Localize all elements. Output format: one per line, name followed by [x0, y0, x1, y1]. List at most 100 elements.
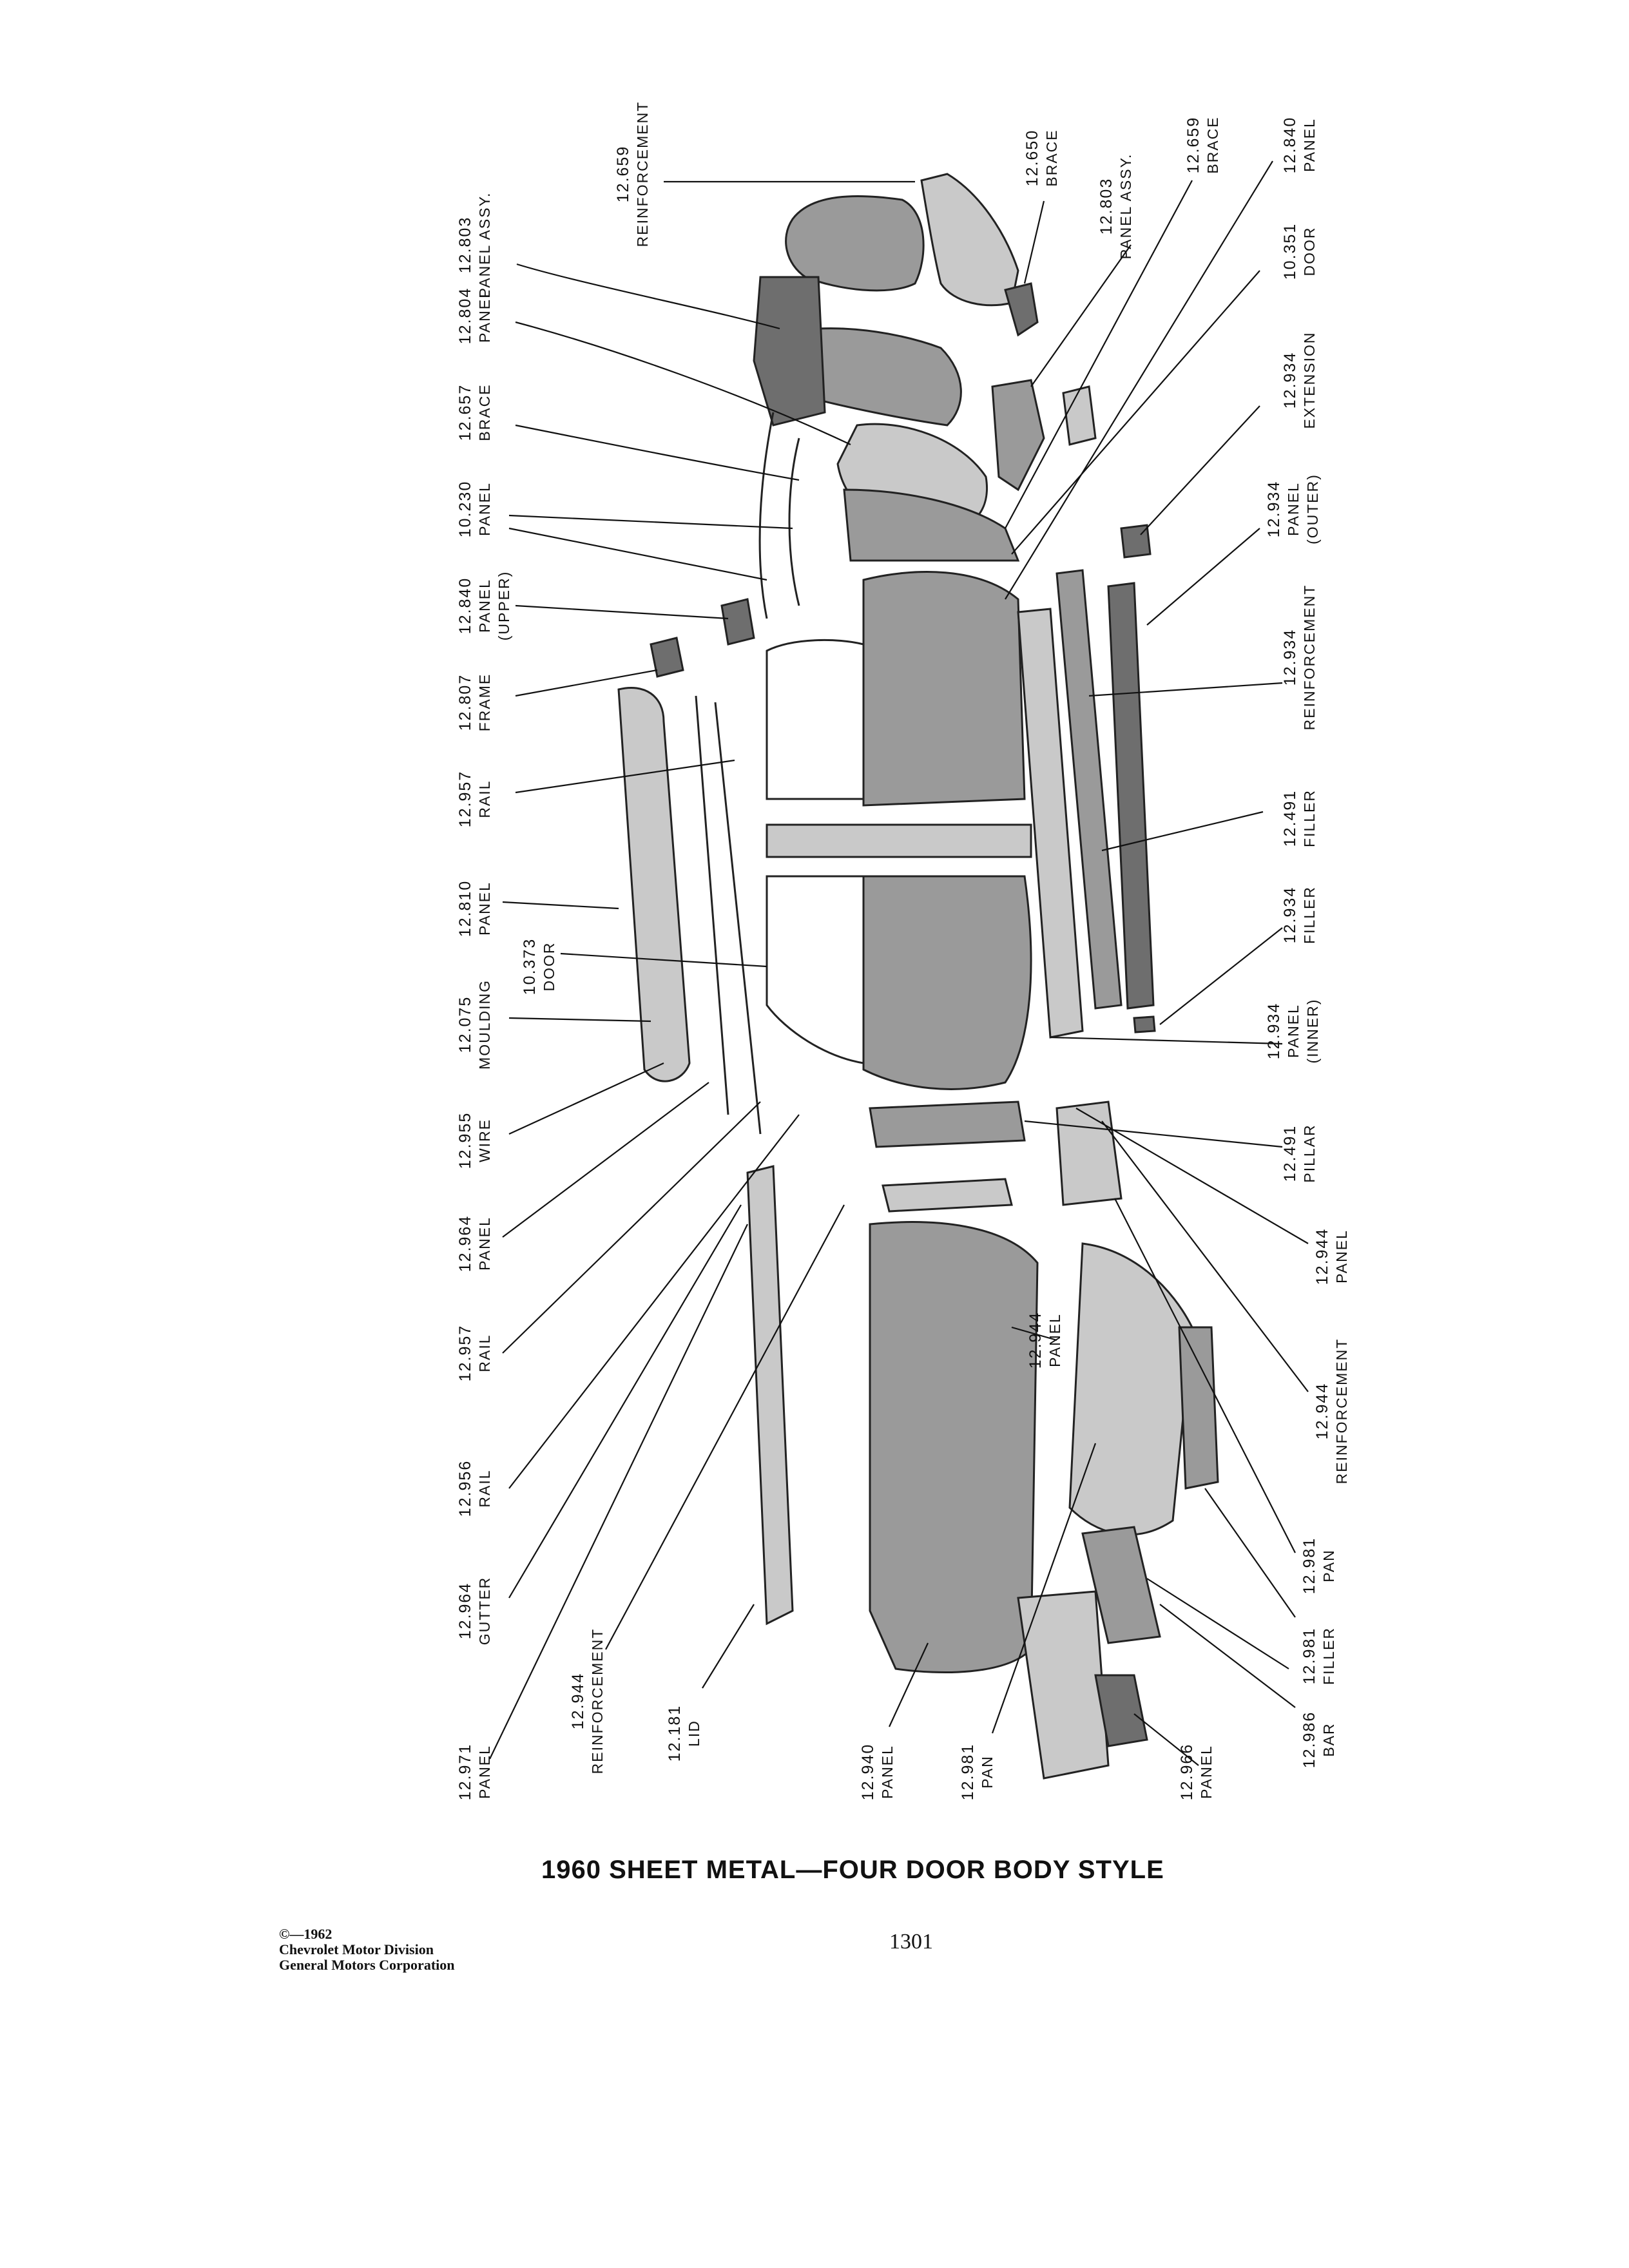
- callout-12957-rail-b: 12.957 RAIL: [456, 1325, 493, 1381]
- part-roof-bow-right: [788, 437, 800, 606]
- part-rocker-reinforcement: [1055, 569, 1123, 1010]
- callout-name: FRAME: [476, 673, 493, 732]
- callout-number: 12.803: [1097, 178, 1115, 235]
- callout-name: MOULDING: [476, 979, 493, 1070]
- callout-12981-pan-a: 12.981 PAN: [1300, 1537, 1337, 1594]
- callout-number: 12.956: [456, 1460, 474, 1517]
- callout-number: 12.650: [1023, 130, 1041, 186]
- callout-12981-pan-b: 12.981 PAN: [959, 1744, 996, 1800]
- part-roof-moulding: [617, 686, 691, 1082]
- callout-12657-brace: 12.657 BRACE: [456, 383, 493, 441]
- callout-number: 12.659: [614, 146, 632, 202]
- callout-name: PANEL: [1046, 1313, 1063, 1367]
- part-roof-rail: [695, 695, 729, 1115]
- part-roof-bow-left: [758, 412, 775, 619]
- callout-name: BRACE: [476, 383, 493, 441]
- parts-illustration: [617, 173, 1219, 1780]
- callout-12934-filler: 12.934 FILLER: [1281, 886, 1318, 944]
- part-reinforcement-bracket: [920, 173, 1019, 307]
- callout-12934-reinforcement: 12.934 REINFORCEMENT: [1281, 584, 1318, 731]
- callout-number: 12.807: [456, 674, 474, 731]
- callout-number: 12.944: [569, 1673, 587, 1729]
- callout-12981-filler: 12.981 FILLER: [1300, 1627, 1337, 1685]
- part-cowl-reinforcement: [882, 1178, 1013, 1213]
- callout-12075-moulding: 12.075 MOULDING: [456, 979, 493, 1070]
- part-rear-door-window: [766, 639, 865, 800]
- callout-number: 12.964: [456, 1215, 474, 1272]
- callout-12803-panel-assy-a: 12.803 PANEL ASSY.: [456, 192, 493, 298]
- callout-12944-panel-b: 12.944 PANEL: [1313, 1228, 1350, 1285]
- part-upper-panel: [720, 598, 755, 646]
- callout-number: 12.181: [666, 1705, 684, 1762]
- callout-12940-panel: 12.940 PANEL: [859, 1744, 896, 1800]
- callout-number: 12.840: [1281, 117, 1299, 173]
- callout-number: 12.934: [1265, 1003, 1283, 1059]
- callout-12971-panel: 12.971 PANEL: [456, 1744, 493, 1800]
- page-number: 1301: [889, 1930, 933, 1954]
- callout-12650-brace: 12.650 BRACE: [1023, 129, 1060, 186]
- callout-name: WIRE: [476, 1119, 493, 1162]
- copyright-notice: ©—1962 Chevrolet Motor Division General …: [279, 1927, 455, 1973]
- part-floor-pan: [1068, 1242, 1193, 1536]
- callout-12957-rail-a: 12.957 RAIL: [456, 771, 493, 827]
- part-roof-rail-inner: [714, 702, 762, 1135]
- callout-12181-lid: 12.181 LID: [666, 1705, 702, 1762]
- callout-10230-panel: 10.230 PANEL: [456, 481, 493, 537]
- callout-12803-panel-assy-b: 12.803 PANEL ASSY.: [1097, 153, 1134, 260]
- part-radiator-panel: [1094, 1674, 1148, 1747]
- callout-number: 12.944: [1027, 1312, 1045, 1369]
- callout-labels: 12.803 PANEL ASSY. 12.659 REINFORCEMENT …: [456, 101, 1350, 1801]
- part-floor-filler: [1178, 1326, 1219, 1490]
- part-brace-small: [1004, 282, 1039, 337]
- callout-name: RAIL: [476, 1469, 493, 1507]
- callout-12840-panel-upper: 12.840 PANEL (UPPER): [456, 571, 512, 641]
- part-dash-panel: [1055, 1100, 1123, 1206]
- callout-number: 12.957: [456, 1325, 474, 1381]
- callout-name: PANEL: [1285, 482, 1302, 536]
- callout-12964-gutter: 12.964 GUTTER: [456, 1577, 493, 1646]
- callout-name: GUTTER: [476, 1577, 493, 1646]
- part-front-bar: [1017, 1590, 1110, 1780]
- callout-number: 12.659: [1184, 117, 1202, 173]
- callout-12944-reinforcement-b: 12.944 REINFORCEMENT: [569, 1628, 606, 1774]
- callout-name: PANEL: [1333, 1229, 1350, 1283]
- callout-number: 12.804: [456, 287, 474, 344]
- callout-number: 12.981: [1300, 1628, 1318, 1684]
- part-upper-quarter: [843, 488, 1020, 562]
- callout-10351-door: 10.351 DOOR: [1281, 223, 1318, 280]
- callout-12944-panel-a: 12.944 PANEL: [1027, 1312, 1063, 1369]
- callout-12966-panel: 12.966 PANEL: [1178, 1744, 1215, 1800]
- callout-12810-panel: 12.810 PANEL: [456, 880, 493, 937]
- part-rocker-outer: [1107, 582, 1155, 1010]
- part-front-door-window: [766, 875, 865, 1064]
- copyright-year: ©—1962: [279, 1926, 333, 1942]
- callout-number: 12.810: [456, 880, 474, 937]
- callout-number: 12.934: [1265, 481, 1283, 537]
- callout-name: REINFORCEMENT: [1301, 584, 1318, 731]
- callout-name: DOOR: [541, 942, 557, 992]
- callout-name: PANEL: [1198, 1745, 1215, 1799]
- callout-number: 12.944: [1313, 1383, 1331, 1439]
- callout-name: REINFORCEMENT: [1333, 1338, 1350, 1485]
- callout-name: PILLAR: [1301, 1124, 1318, 1182]
- page-title: 1960 SHEET METAL—FOUR DOOR BODY STYLE: [541, 1856, 1164, 1884]
- callout-12955-wire: 12.955 WIRE: [456, 1112, 493, 1169]
- callout-number: 12.491: [1281, 1125, 1299, 1182]
- callout-name: PANEL: [476, 579, 493, 633]
- callout-number: 10.230: [456, 481, 474, 537]
- callout-number: 12.940: [859, 1744, 877, 1800]
- part-front-door: [862, 875, 1032, 1090]
- callout-name-qualifier: (INNER): [1304, 999, 1321, 1064]
- callout-number: 12.981: [959, 1744, 977, 1800]
- callout-name: LID: [686, 1720, 702, 1747]
- callout-name: PANEL: [879, 1745, 896, 1799]
- callout-10373-door: 10.373 DOOR: [521, 938, 557, 995]
- callout-number: 12.957: [456, 771, 474, 827]
- callout-number: 12.986: [1300, 1711, 1318, 1768]
- callout-12659-reinforcement: 12.659 REINFORCEMENT: [614, 101, 651, 247]
- callout-number: 10.373: [521, 938, 539, 995]
- callout-name: EXTENSION: [1301, 332, 1318, 429]
- part-rear-panel-assy-upper: [785, 195, 925, 292]
